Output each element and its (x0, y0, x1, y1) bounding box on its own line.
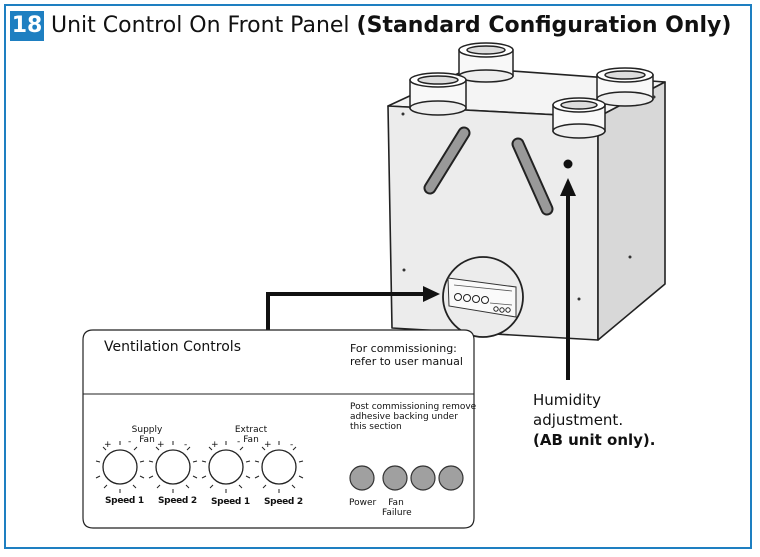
panel-screws (401, 95, 656, 301)
indicator-lights (349, 465, 464, 491)
knob-label: Speed 2 (264, 497, 303, 507)
power-label: Power (349, 498, 377, 508)
spigot-right-front (552, 97, 606, 139)
minus-sign: - (290, 440, 294, 450)
extract-line-1: Extract (234, 425, 268, 435)
extract-line-2: Fan (243, 435, 259, 445)
duct-spigots (409, 42, 654, 139)
post-note-line-1: Post commissioning remove (350, 402, 477, 412)
knob-label: Speed 2 (158, 496, 197, 506)
indicator-power (349, 465, 375, 491)
humidity-line-3: (AB unit only). (533, 431, 656, 449)
post-note-line-2: adhesive backing under (350, 412, 458, 422)
minus-sign: - (184, 440, 188, 450)
commissioning-note: For commissioning: refer to user manual (350, 342, 463, 368)
post-commissioning-note: Post commissioning remove adhesive backi… (350, 402, 476, 432)
page-title: Unit Control On Front Panel (Standard Co… (51, 11, 731, 41)
supply-line-2: Fan (139, 435, 155, 445)
knob-label: Speed 1 (211, 497, 250, 507)
minus-sign: - (237, 437, 241, 447)
indicator-fan-failure (382, 465, 408, 491)
panel-magnifier (442, 256, 524, 338)
knob-supply-speed2 (148, 441, 198, 493)
supply-line-1: Supply (131, 425, 163, 435)
plus-sign: + (104, 440, 112, 450)
knob-label: Speed 1 (105, 496, 144, 506)
failure-label: Failure (382, 508, 412, 518)
knob-supply-speed1 (95, 441, 145, 493)
spigot-left (409, 72, 467, 116)
post-note-line-3: this section (350, 422, 402, 432)
ventilation-controls-panel (82, 329, 475, 529)
unit-side-face (597, 81, 666, 341)
minus-sign: - (128, 437, 132, 447)
extract-fan-label: Extract Fan (228, 425, 274, 445)
knob-extract-speed1 (201, 441, 251, 493)
pointer-arrow-panel (266, 286, 440, 330)
drain-tubes (423, 126, 554, 216)
plus-sign: + (157, 440, 165, 450)
indicator-4 (438, 465, 464, 491)
humidity-adjuster (563, 159, 573, 169)
pointer-arrow-humidity (560, 178, 576, 380)
fan-failure-label: Fan Failure (382, 498, 412, 518)
knob-extract-speed2 (254, 441, 304, 493)
page-title-main: Unit Control On Front Panel (51, 13, 350, 38)
fan-label: Fan (388, 498, 404, 508)
spigot-back-center (458, 42, 514, 83)
ventilation-controls-title: Ventilation Controls (104, 339, 241, 355)
section-frame (4, 4, 752, 549)
indicator-3 (410, 465, 436, 491)
plus-sign: + (264, 440, 272, 450)
spigot-right-back (596, 67, 654, 107)
commissioning-line-2: refer to user manual (350, 355, 463, 368)
humidity-callout: Humidity adjustment. (AB unit only). (533, 390, 655, 450)
humidity-line-1: Humidity (533, 391, 602, 409)
page-title-qualifier: (Standard Configuration Only) (356, 13, 732, 38)
humidity-line-2: adjustment. (533, 411, 624, 429)
speed-knobs (95, 441, 304, 493)
supply-fan-label: Supply Fan (124, 425, 170, 445)
section-number-badge: 18 (10, 11, 44, 41)
commissioning-line-1: For commissioning: (350, 342, 457, 355)
plus-sign: + (211, 440, 219, 450)
